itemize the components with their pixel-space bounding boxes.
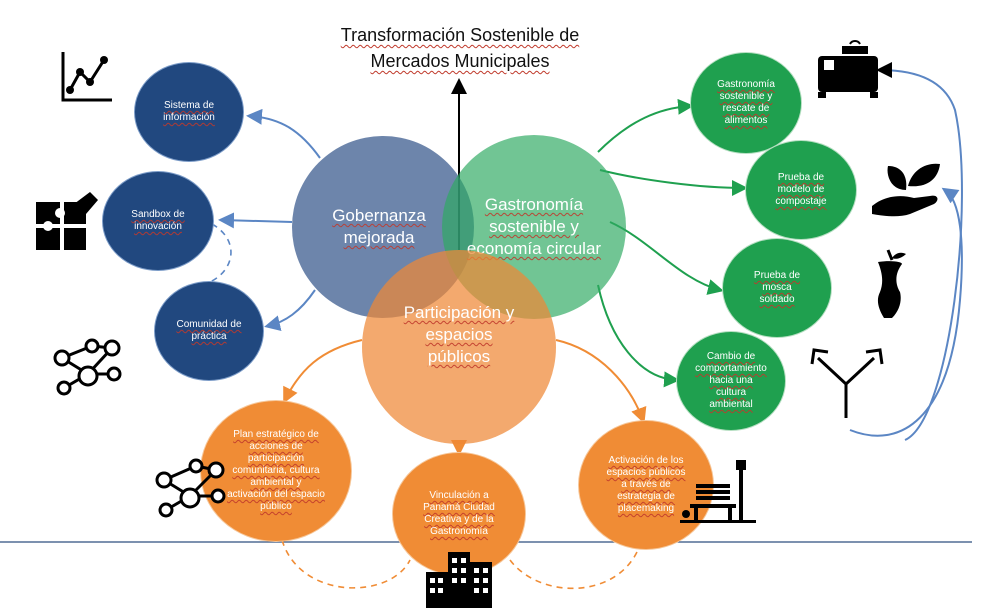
people-network-icon	[53, 338, 122, 396]
apple-core-icon	[877, 249, 906, 318]
node-mosca-soldado: Prueba de mosca soldado	[722, 238, 832, 338]
node-cambio-comportamiento: Cambio de comportamiento hacia una cultu…	[676, 331, 786, 431]
connector-loop-inner	[849, 187, 963, 437]
food-stall-icon	[818, 40, 878, 98]
connector-comunidad	[264, 289, 316, 332]
core-gastronomia-label: Gastronomía sostenible y economía circul…	[466, 195, 602, 258]
title-line-2: Mercados Municipales	[370, 51, 550, 71]
diagram-title: Transformación Sostenible de Mercados Mu…	[300, 22, 620, 74]
connector-sandbox-comunidad	[209, 223, 232, 283]
connector-gastro-4	[597, 284, 680, 388]
plant-in-hand-icon	[872, 163, 940, 217]
node-sandbox-innovacion: Sandbox de innovación	[102, 171, 214, 271]
node-activacion-espacios: Activación de los espacios públicos a tr…	[578, 420, 714, 550]
node-sistema-informacion: Sistema de información	[134, 62, 244, 162]
puzzle-icon	[36, 192, 98, 250]
core-participacion: Participación y espacios públicos	[362, 250, 556, 444]
city-buildings-icon	[426, 552, 492, 608]
node-compostaje: Prueba de modelo de compostaje	[745, 140, 857, 240]
connector-bottom-left	[281, 539, 411, 589]
connector-plan	[283, 339, 363, 404]
split-arrow-icon	[810, 348, 884, 418]
core-participacion-label: Participación y espacios públicos	[403, 303, 515, 366]
core-gobernanza-label: Gobernanza mejorada	[332, 206, 426, 247]
connector-gastro-3	[609, 221, 724, 295]
connector-bottom-right	[509, 544, 641, 590]
line-chart-icon	[61, 52, 112, 102]
connector-activacion	[555, 339, 647, 424]
connector-loop-right	[876, 62, 963, 441]
connector-gastro-1	[597, 98, 694, 153]
connector-sandbox	[218, 212, 293, 229]
connector-sistema	[246, 108, 321, 159]
node-comunidad-practica: Comunidad de práctica	[154, 281, 264, 381]
title-line-1: Transformación Sostenible de	[340, 25, 580, 45]
node-plan-estrategico: Plan estratégico de acciones de particip…	[200, 400, 352, 542]
park-bench-icon	[680, 460, 756, 523]
node-gastronomia-sostenible: Gastronomía sostenible y rescate de alim…	[690, 52, 802, 154]
connector-gastro-2	[599, 169, 748, 196]
people-network-icon-2	[155, 458, 226, 518]
